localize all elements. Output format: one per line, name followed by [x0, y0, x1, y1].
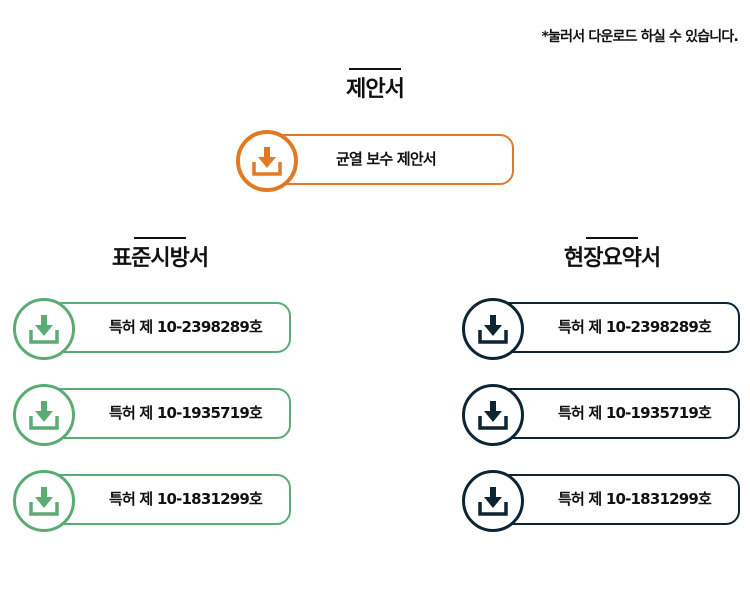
download-icon — [478, 487, 508, 516]
download-standard-label-2: 특허 제 10-1935719호 — [109, 404, 263, 422]
download-summary-button-1[interactable]: 특허 제 10-2398289호 — [462, 298, 740, 360]
download-icon — [252, 147, 282, 176]
download-summary-button-2[interactable]: 특허 제 10-1935719호 — [462, 384, 740, 446]
button-pill — [492, 302, 740, 353]
summary-heading: 현장요약서 — [552, 237, 672, 273]
download-standard-label-3: 특허 제 10-1831299호 — [109, 490, 263, 508]
download-icon — [478, 315, 508, 344]
download-summary-label-1: 특허 제 10-2398289호 — [558, 318, 712, 336]
download-standard-button-2[interactable]: 특허 제 10-1935719호 — [13, 384, 291, 446]
standard-heading: 표준시방서 — [100, 237, 220, 273]
download-notice: *눌러서 다운로드 하실 수 있습니다. — [541, 29, 739, 45]
download-icon — [29, 315, 59, 344]
download-standard-button-3[interactable]: 특허 제 10-1831299호 — [13, 470, 291, 532]
button-pill — [43, 388, 291, 439]
download-icon-circle — [462, 298, 524, 360]
download-icon — [29, 487, 59, 516]
proposal-title: 제안서 — [346, 77, 405, 102]
download-icon-circle — [13, 470, 75, 532]
proposal-heading: 제안서 — [325, 68, 425, 104]
button-pill — [266, 134, 514, 185]
download-proposal-button[interactable]: 균열 보수 제안서 — [236, 130, 514, 192]
download-icon-circle — [13, 384, 75, 446]
button-pill — [492, 388, 740, 439]
download-summary-button-3[interactable]: 특허 제 10-1831299호 — [462, 470, 740, 532]
button-pill — [43, 474, 291, 525]
standard-title: 표준시방서 — [111, 246, 209, 271]
download-icon — [478, 401, 508, 430]
download-standard-button-1[interactable]: 특허 제 10-2398289호 — [13, 298, 291, 360]
summary-title: 현장요약서 — [563, 246, 661, 271]
download-proposal-label: 균열 보수 제안서 — [336, 150, 437, 168]
heading-underline — [586, 237, 638, 239]
download-summary-label-3: 특허 제 10-1831299호 — [558, 490, 712, 508]
download-icon-circle — [462, 470, 524, 532]
heading-underline — [349, 68, 401, 70]
button-pill — [43, 302, 291, 353]
heading-underline — [134, 237, 186, 239]
download-icon-circle — [462, 384, 524, 446]
download-icon-circle — [13, 298, 75, 360]
download-icon — [29, 401, 59, 430]
download-standard-label-1: 특허 제 10-2398289호 — [109, 318, 263, 336]
download-icon-circle — [236, 130, 298, 192]
download-summary-label-2: 특허 제 10-1935719호 — [558, 404, 712, 422]
